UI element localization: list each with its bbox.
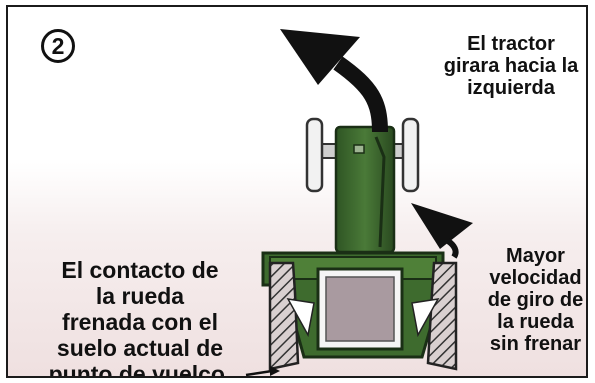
rear-wheel-right [426,261,458,371]
step-number-badge: 2 [41,29,75,63]
front-wheel-right [401,117,420,193]
label-wheel-speed: Mayor velocidad de giro de la rueda sin … [487,245,584,355]
label-tractor-turns-left: El tractor girara hacia la izquierda [443,33,579,99]
label-contact-point: El contacto de la rueda frenada con el s… [48,257,232,378]
tractor-illustration [245,29,473,376]
wheel-speed-arrow [411,203,473,259]
tractor-hood [334,125,396,254]
rear-wheel-left [268,261,300,371]
turn-left-arrow [280,29,388,133]
contact-point-arrow [245,366,280,376]
diagram-frame: 2 [6,5,588,378]
front-wheel-left [305,117,324,193]
